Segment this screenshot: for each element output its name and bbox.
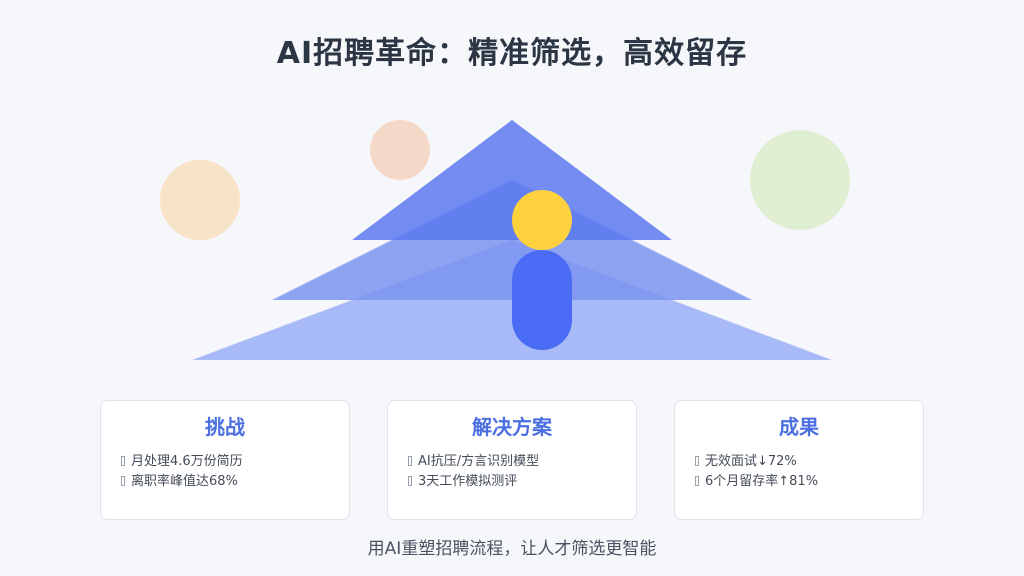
pyramid-top-layer [352, 120, 672, 240]
hero-illustration [160, 120, 850, 360]
card-challenge: 挑战 月处理4.6万份简历 离职率峰值达68% [100, 400, 350, 520]
card-title: 解决方案 [472, 415, 552, 439]
card-results: 成果 无效面试↓72% 6个月留存率↑81% [674, 400, 924, 520]
decor-circle-green [750, 130, 850, 230]
list-item: 月处理4.6万份简历 [121, 452, 349, 472]
card-title: 成果 [779, 415, 819, 439]
list-item: 3天工作模拟测评 [408, 472, 636, 492]
list-item: 离职率峰值达68% [121, 472, 349, 492]
bullet-icon [121, 456, 125, 466]
decor-circle-orange [160, 160, 240, 240]
footer-tagline: 用AI重塑招聘流程，让人才筛选更智能 [367, 539, 657, 559]
decor-circle-pink [370, 120, 430, 180]
bullet-icon [695, 456, 699, 466]
bullet-icon [408, 456, 412, 466]
bullet-icon [408, 476, 412, 486]
card-list: 月处理4.6万份简历 离职率峰值达68% [121, 452, 349, 492]
person-body [512, 250, 572, 350]
page-title: AI招聘革命：精准筛选，高效留存 [276, 36, 748, 71]
bullet-icon [695, 476, 699, 486]
card-list: AI抗压/方言识别模型 3天工作模拟测评 [408, 452, 636, 492]
list-item: AI抗压/方言识别模型 [408, 452, 636, 472]
card-list: 无效面试↓72% 6个月留存率↑81% [695, 452, 923, 492]
list-item: 6个月留存率↑81% [695, 472, 923, 492]
card-title: 挑战 [205, 415, 245, 439]
card-solution: 解决方案 AI抗压/方言识别模型 3天工作模拟测评 [387, 400, 637, 520]
person-head [512, 190, 572, 250]
list-item: 无效面试↓72% [695, 452, 923, 472]
bullet-icon [121, 476, 125, 486]
